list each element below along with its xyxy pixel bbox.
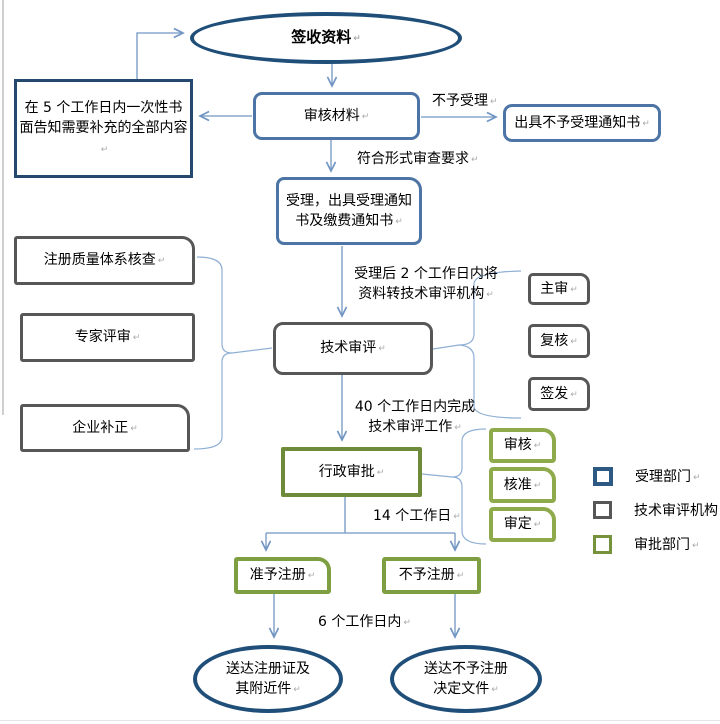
legend-item-approval: 审批部门 bbox=[593, 534, 700, 554]
finalize-label: 审定 bbox=[504, 514, 542, 534]
tech-review-box: 技术审评 bbox=[273, 322, 433, 375]
deliver-denial-ellipse: 送达不予注册决定文件 bbox=[390, 645, 542, 713]
edge-supplement-to-start bbox=[136, 33, 183, 79]
legend-item-tech-review: 技术审评机构 bbox=[593, 500, 720, 520]
finalize-box: 审定 bbox=[489, 507, 556, 542]
brace-left-link bbox=[231, 347, 273, 354]
deny-registration-box: 不予注册 bbox=[382, 557, 481, 594]
start-ellipse: 签收资料 bbox=[190, 12, 462, 64]
sign-issue-label: 签发 bbox=[540, 384, 578, 404]
supplement-notice-box: 在 5 个工作日内一次性书面告知需要补充的全部内容 bbox=[14, 79, 193, 178]
edge-label-meets-requirements: 符合形式审查要求 bbox=[357, 148, 479, 168]
acceptance-box: 受理，出具受理通知书及缴费通知书 bbox=[276, 177, 422, 245]
grant-registration-box: 准予注册 bbox=[234, 557, 331, 594]
review-materials-box: 审核材料 bbox=[253, 92, 420, 140]
enterprise-correction-label: 企业补正 bbox=[72, 418, 138, 438]
transfer-2days-text: 受理后 2 个工作日内将资料转技术审评机构 bbox=[354, 266, 498, 302]
enterprise-correction-box: 企业补正 bbox=[20, 404, 190, 452]
deliver-certificate-ellipse: 送达注册证及其附近件 bbox=[193, 645, 343, 713]
expert-review-box: 专家评审 bbox=[20, 313, 195, 362]
expert-review-label: 专家评审 bbox=[75, 327, 141, 347]
admin-approval-label: 行政审批 bbox=[319, 462, 385, 482]
deliver-certificate-label: 送达注册证及其附近件 bbox=[220, 659, 316, 700]
legend-label-acceptance: 受理部门 bbox=[635, 466, 701, 486]
main-review-label: 主审 bbox=[540, 279, 578, 299]
recheck-label: 复核 bbox=[540, 331, 578, 351]
deny-registration-label: 不予注册 bbox=[399, 565, 465, 585]
main-review-box: 主审 bbox=[528, 273, 590, 305]
legend-label-approval: 审批部门 bbox=[634, 534, 700, 554]
rejection-notice-box: 出具不予受理通知书 bbox=[503, 104, 661, 142]
complete-40days-text: 40 个工作日内完成技术审评工作 bbox=[355, 399, 475, 435]
admin-approval-box: 行政审批 bbox=[281, 447, 422, 497]
quality-system-check-label: 注册质量体系核查 bbox=[44, 250, 166, 270]
supplement-notice-label: 在 5 个工作日内一次性书面告知需要补充的全部内容 bbox=[19, 98, 188, 159]
edge-label-complete-40days: 40 个工作日内完成技术审评工作 bbox=[352, 396, 478, 436]
audit-label: 审核 bbox=[504, 435, 542, 455]
quality-system-check-box: 注册质量体系核查 bbox=[14, 236, 195, 285]
acceptance-label: 受理，出具受理通知书及缴费通知书 bbox=[285, 191, 413, 232]
sign-issue-box: 签发 bbox=[528, 377, 590, 411]
days-14-text: 14 个工作日 bbox=[373, 508, 461, 524]
legend-label-tech-review: 技术审评机构 bbox=[634, 500, 720, 520]
tech-review-label: 技术审评 bbox=[320, 338, 386, 358]
meets-requirements-text: 符合形式审查要求 bbox=[357, 151, 479, 167]
edge-label-6days: 6 个工作日内 bbox=[318, 611, 411, 631]
brace-tech-link bbox=[432, 344, 460, 350]
days-6-text: 6 个工作日内 bbox=[318, 614, 411, 630]
legend-swatch-blue bbox=[593, 466, 613, 486]
edge-label-14days: 14 个工作日 bbox=[373, 505, 461, 525]
review-materials-label: 审核材料 bbox=[304, 106, 370, 126]
rejection-notice-label: 出具不予受理通知书 bbox=[514, 113, 650, 133]
deliver-denial-label: 送达不予注册决定文件 bbox=[418, 659, 514, 700]
audit-box: 审核 bbox=[489, 428, 556, 463]
legend-swatch-gray bbox=[593, 501, 612, 519]
legend-item-acceptance: 受理部门 bbox=[593, 466, 701, 486]
recheck-box: 复核 bbox=[528, 324, 590, 358]
approve-label: 核准 bbox=[504, 475, 542, 495]
brace-admin-link bbox=[421, 473, 453, 478]
brace-admin-steps bbox=[451, 428, 487, 545]
grant-registration-label: 准予注册 bbox=[250, 565, 316, 585]
edge-label-transfer-2days: 受理后 2 个工作日内将资料转技术审评机构 bbox=[350, 263, 502, 303]
start-label: 签收资料 bbox=[291, 27, 361, 49]
not-accepted-text: 不予受理 bbox=[432, 93, 498, 109]
approve-box: 核准 bbox=[489, 467, 556, 503]
brace-left-boxes bbox=[193, 256, 233, 450]
edge-label-not-accepted: 不予受理 bbox=[432, 90, 498, 110]
legend-swatch-green bbox=[593, 534, 612, 554]
